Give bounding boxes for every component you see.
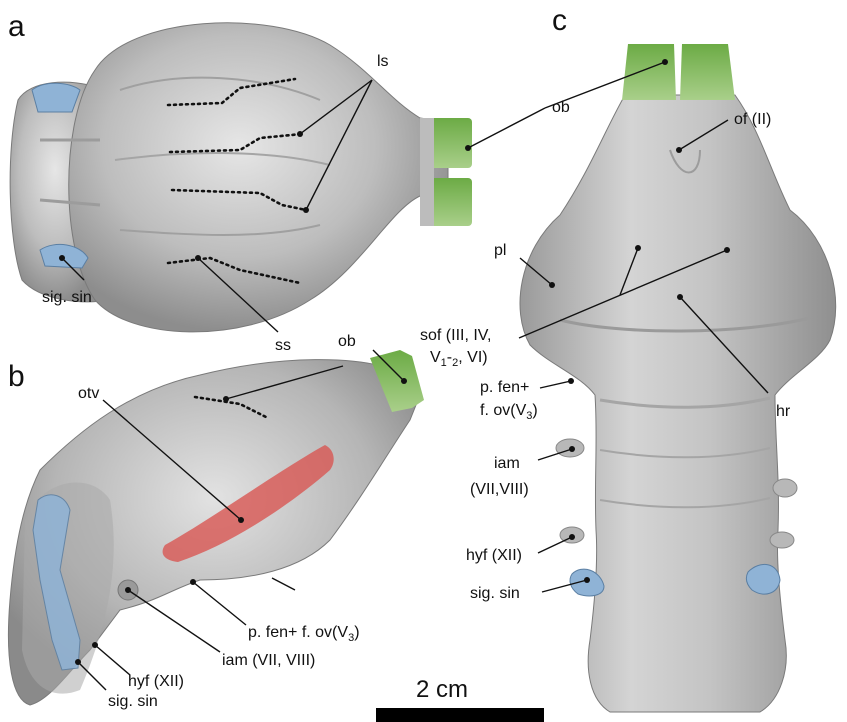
scale-bar-line: [376, 708, 544, 722]
sigmoid-sinus-c-right: [746, 564, 780, 594]
label-sig-sin-b: sig. sin: [108, 693, 158, 710]
label-p-fen-c-2: f. ov(V3): [480, 402, 538, 422]
label-hyf-c: hyf (XII): [466, 547, 522, 564]
endocast-a-cerebrum: [69, 23, 448, 332]
panel-b: b ob otv p. fen+ f. ov(V3) iam (VII, VII…: [8, 333, 424, 710]
label-of: of (II): [734, 111, 771, 128]
label-ob-b: ob: [338, 333, 356, 350]
label-hyf-b: hyf (XII): [128, 673, 184, 690]
label-sof-line2: V1-2, VI): [430, 349, 488, 369]
olfactory-bulb-a-lower: [428, 178, 472, 226]
panel-letter-a: a: [8, 10, 25, 43]
scale-bar-label: 2 cm: [416, 676, 468, 703]
label-p-fen-b: p. fen+ f. ov(V3): [248, 624, 360, 644]
label-ss: ss: [275, 337, 291, 354]
label-sig-sin-a: sig. sin: [42, 289, 92, 306]
sigmoid-sinus-a-upper: [32, 83, 80, 112]
panel-c: c of (II) pl sof (III, IV, V1-2, VI) p. …: [420, 4, 836, 712]
label-ls: ls: [377, 53, 389, 70]
label-p-fen-c-1: p. fen+: [480, 379, 529, 396]
label-iam-b: iam (VII, VIII): [222, 652, 315, 669]
label-iam-c-2: (VII,VIII): [470, 481, 529, 498]
panel-letter-c: c: [552, 4, 567, 37]
label-pl: pl: [494, 242, 506, 259]
label-otv: otv: [78, 385, 99, 402]
panel-letter-b: b: [8, 360, 25, 393]
label-sig-sin-c: sig. sin: [470, 585, 520, 602]
scale-bar: 2 cm: [376, 676, 544, 722]
olfactory-bulb-c-left: [622, 44, 676, 100]
panel-a: a ls ob sig. sin ss: [8, 10, 570, 354]
label-hr: hr: [776, 403, 791, 420]
label-iam-c-1: iam: [494, 455, 520, 472]
olfactory-bulb-a-upper: [428, 118, 472, 168]
label-sof-line1: sof (III, IV,: [420, 327, 491, 344]
olfactory-bulb-c-right: [680, 44, 735, 100]
